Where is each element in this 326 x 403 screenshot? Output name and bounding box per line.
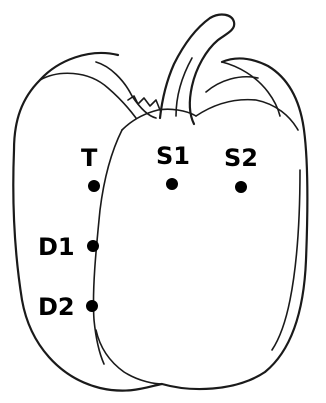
label-T: T — [81, 144, 98, 172]
stem-depression — [122, 109, 196, 130]
stem-outline — [160, 15, 234, 124]
marker-dot-T — [88, 180, 100, 192]
label-S1: S1 — [156, 142, 190, 170]
top-lobe-curve — [96, 62, 156, 118]
label-D2: D2 — [38, 293, 75, 321]
label-S2: S2 — [224, 144, 258, 172]
bottom-crease — [96, 330, 162, 384]
right-top-ridge — [206, 77, 258, 92]
label-D1: D1 — [38, 233, 75, 261]
marker-dot-D2 — [86, 300, 98, 312]
marker-dot-S2 — [235, 181, 247, 193]
right-upper-curve — [222, 62, 280, 116]
marker-dot-D1 — [87, 240, 99, 252]
marker-dot-S1 — [166, 178, 178, 190]
right-lobe-curve — [196, 100, 298, 130]
pepper-body-outline — [13, 53, 307, 391]
